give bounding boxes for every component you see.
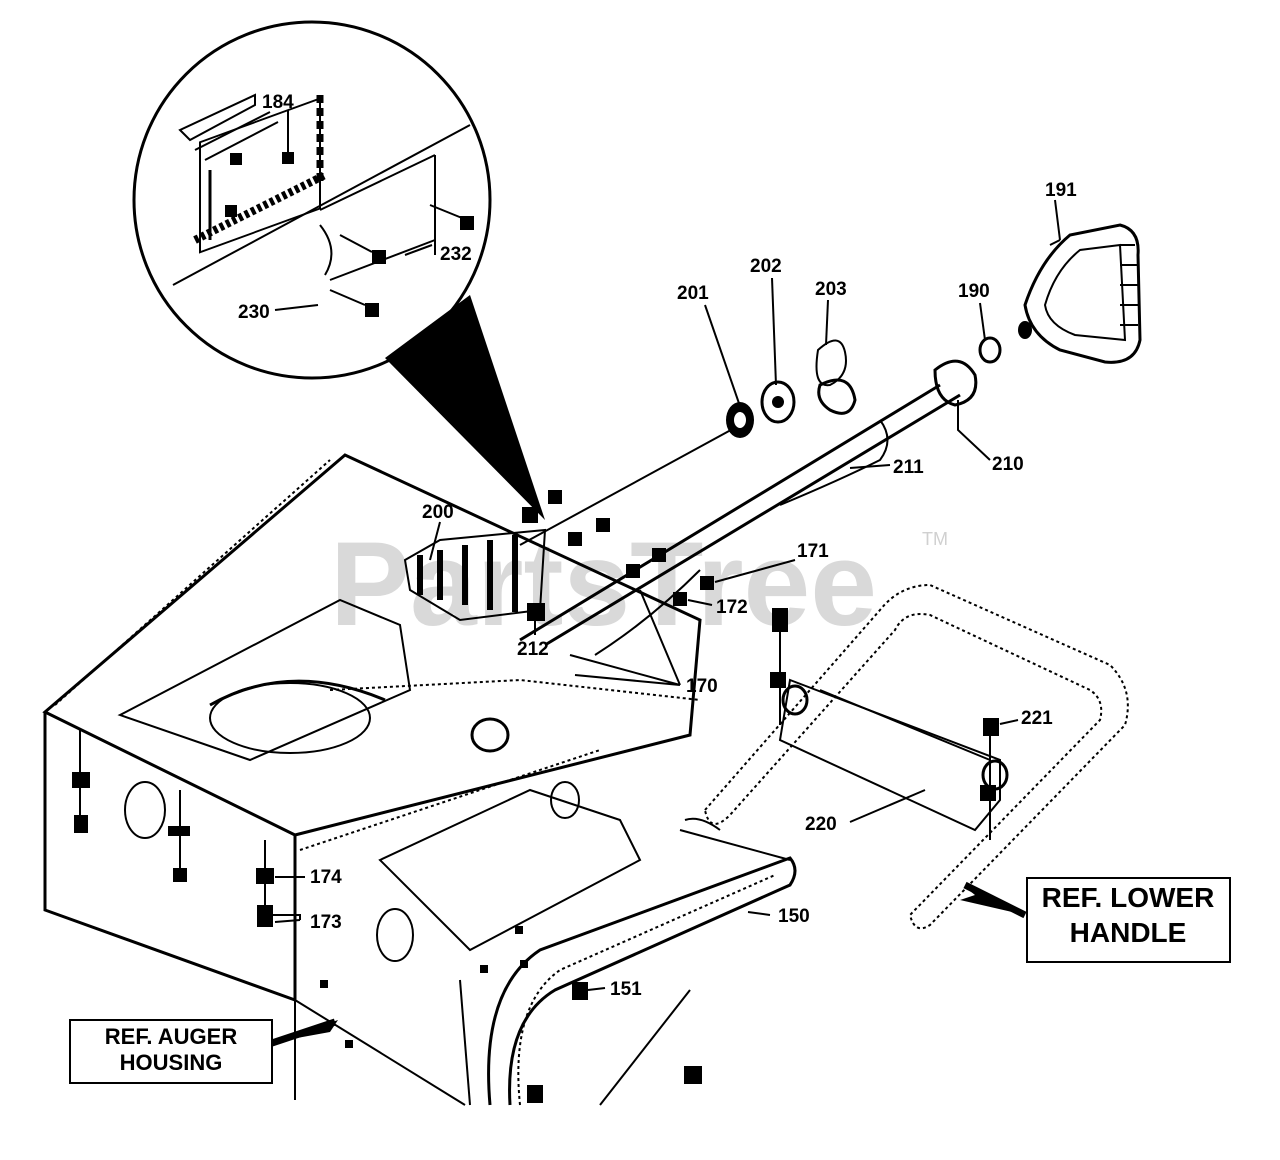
part-label-190[interactable]: 190 bbox=[958, 281, 990, 302]
crank-components bbox=[726, 321, 1032, 438]
part-label-210[interactable]: 210 bbox=[992, 454, 1024, 475]
part-label-171[interactable]: 171 bbox=[797, 541, 829, 562]
crank-handle bbox=[1023, 223, 1142, 364]
part-label-174[interactable]: 174 bbox=[310, 867, 342, 888]
auger-ref-leader bbox=[270, 1018, 337, 1047]
chute-bracket bbox=[403, 490, 714, 622]
control-rod bbox=[519, 383, 961, 656]
ref-handle-line2: HANDLE bbox=[1070, 917, 1187, 948]
part-label-221[interactable]: 221 bbox=[1021, 708, 1053, 729]
handle-bracket bbox=[770, 608, 1009, 840]
watermark-brand: PartsTree bbox=[330, 517, 877, 651]
part-label-170[interactable]: 170 bbox=[686, 676, 718, 697]
engine-deck bbox=[42, 453, 702, 1106]
ref-auger-line1: REF. AUGER bbox=[105, 1024, 238, 1049]
part-label-191[interactable]: 191 bbox=[1045, 180, 1077, 201]
part-label-211[interactable]: 211 bbox=[893, 457, 924, 478]
handle-ref-leader bbox=[963, 881, 1027, 919]
part-label-232[interactable]: 232 bbox=[440, 244, 472, 265]
ref-lower-handle-box: REF. LOWER HANDLE bbox=[1026, 877, 1231, 963]
part-label-212[interactable]: 212 bbox=[517, 639, 549, 660]
ref-auger-housing-box: REF. AUGER HOUSING bbox=[69, 1019, 273, 1084]
part-label-202[interactable]: 202 bbox=[750, 256, 782, 277]
leader-lines bbox=[260, 110, 1061, 991]
chute-guard bbox=[487, 817, 797, 1106]
ref-auger-line2: HOUSING bbox=[120, 1050, 223, 1075]
ref-handle-line1: REF. LOWER bbox=[1042, 882, 1215, 913]
part-label-150[interactable]: 150 bbox=[778, 906, 810, 927]
auger-housing bbox=[299, 749, 642, 1106]
part-label-203[interactable]: 203 bbox=[815, 279, 847, 300]
part-label-230[interactable]: 230 bbox=[238, 302, 270, 323]
part-label-151[interactable]: 151 bbox=[610, 979, 642, 1000]
part-label-201[interactable]: 201 bbox=[677, 283, 709, 304]
part-label-220[interactable]: 220 bbox=[805, 814, 837, 835]
part-label-173[interactable]: 173 bbox=[310, 912, 342, 933]
part-label-184[interactable]: 184 bbox=[262, 92, 294, 113]
watermark-trademark: TM bbox=[922, 529, 948, 549]
part-label-172[interactable]: 172 bbox=[716, 597, 748, 618]
lower-handle bbox=[703, 583, 1129, 930]
detail-inset bbox=[132, 20, 545, 520]
part-label-200[interactable]: 200 bbox=[422, 502, 454, 523]
